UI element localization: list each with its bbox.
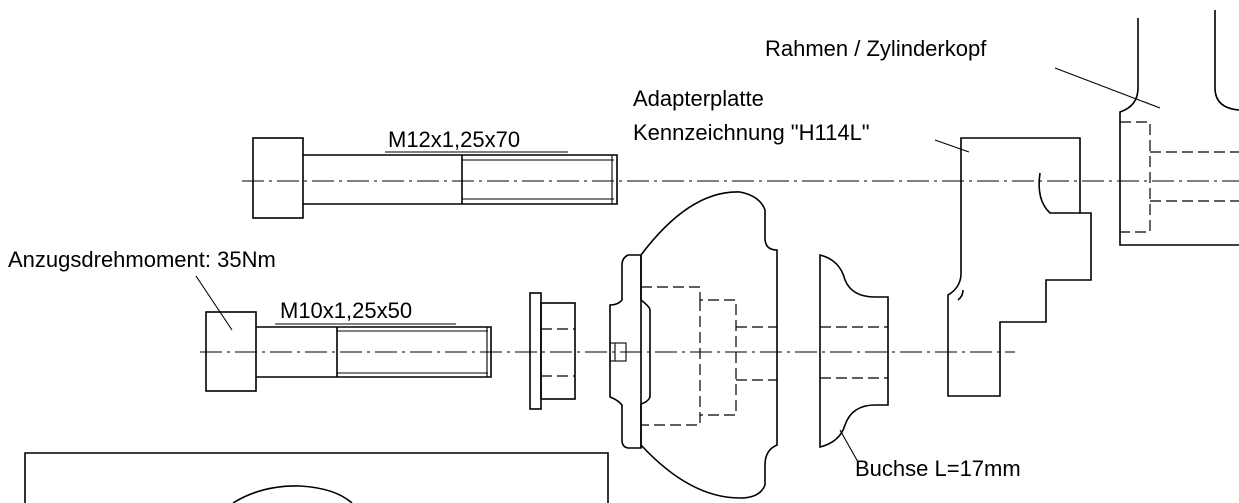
adapter-plate — [947, 137, 1092, 397]
detail-view-frame — [24, 452, 609, 503]
lower-bolt-label: M10x1,25x50 — [280, 298, 412, 323]
upper-bolt-label: M12x1,25x70 — [388, 127, 520, 152]
upper-bolt-m12 — [252, 137, 618, 219]
frame-leader-line — [1054, 67, 1161, 109]
adapter-label-line1: Adapterplatte — [633, 86, 764, 111]
clamp-body — [609, 191, 778, 499]
bushing-label: Buchse L=17mm — [855, 456, 1021, 481]
lower-bolt-m10 — [205, 311, 492, 392]
adapter-label-line2: Kennzeichnung "H114L" — [633, 120, 870, 145]
frame-label: Rahmen / Zylinderkopf — [765, 36, 987, 61]
adapter-leader-line — [934, 139, 970, 153]
bushing-leader-line — [839, 429, 859, 463]
torque-leader-line — [195, 275, 233, 331]
torque-label: Anzugsdrehmoment: 35Nm — [8, 247, 276, 272]
flange-sleeve — [529, 292, 576, 410]
bushing — [819, 253, 889, 449]
frame-cylinder-head — [1119, 10, 1239, 246]
